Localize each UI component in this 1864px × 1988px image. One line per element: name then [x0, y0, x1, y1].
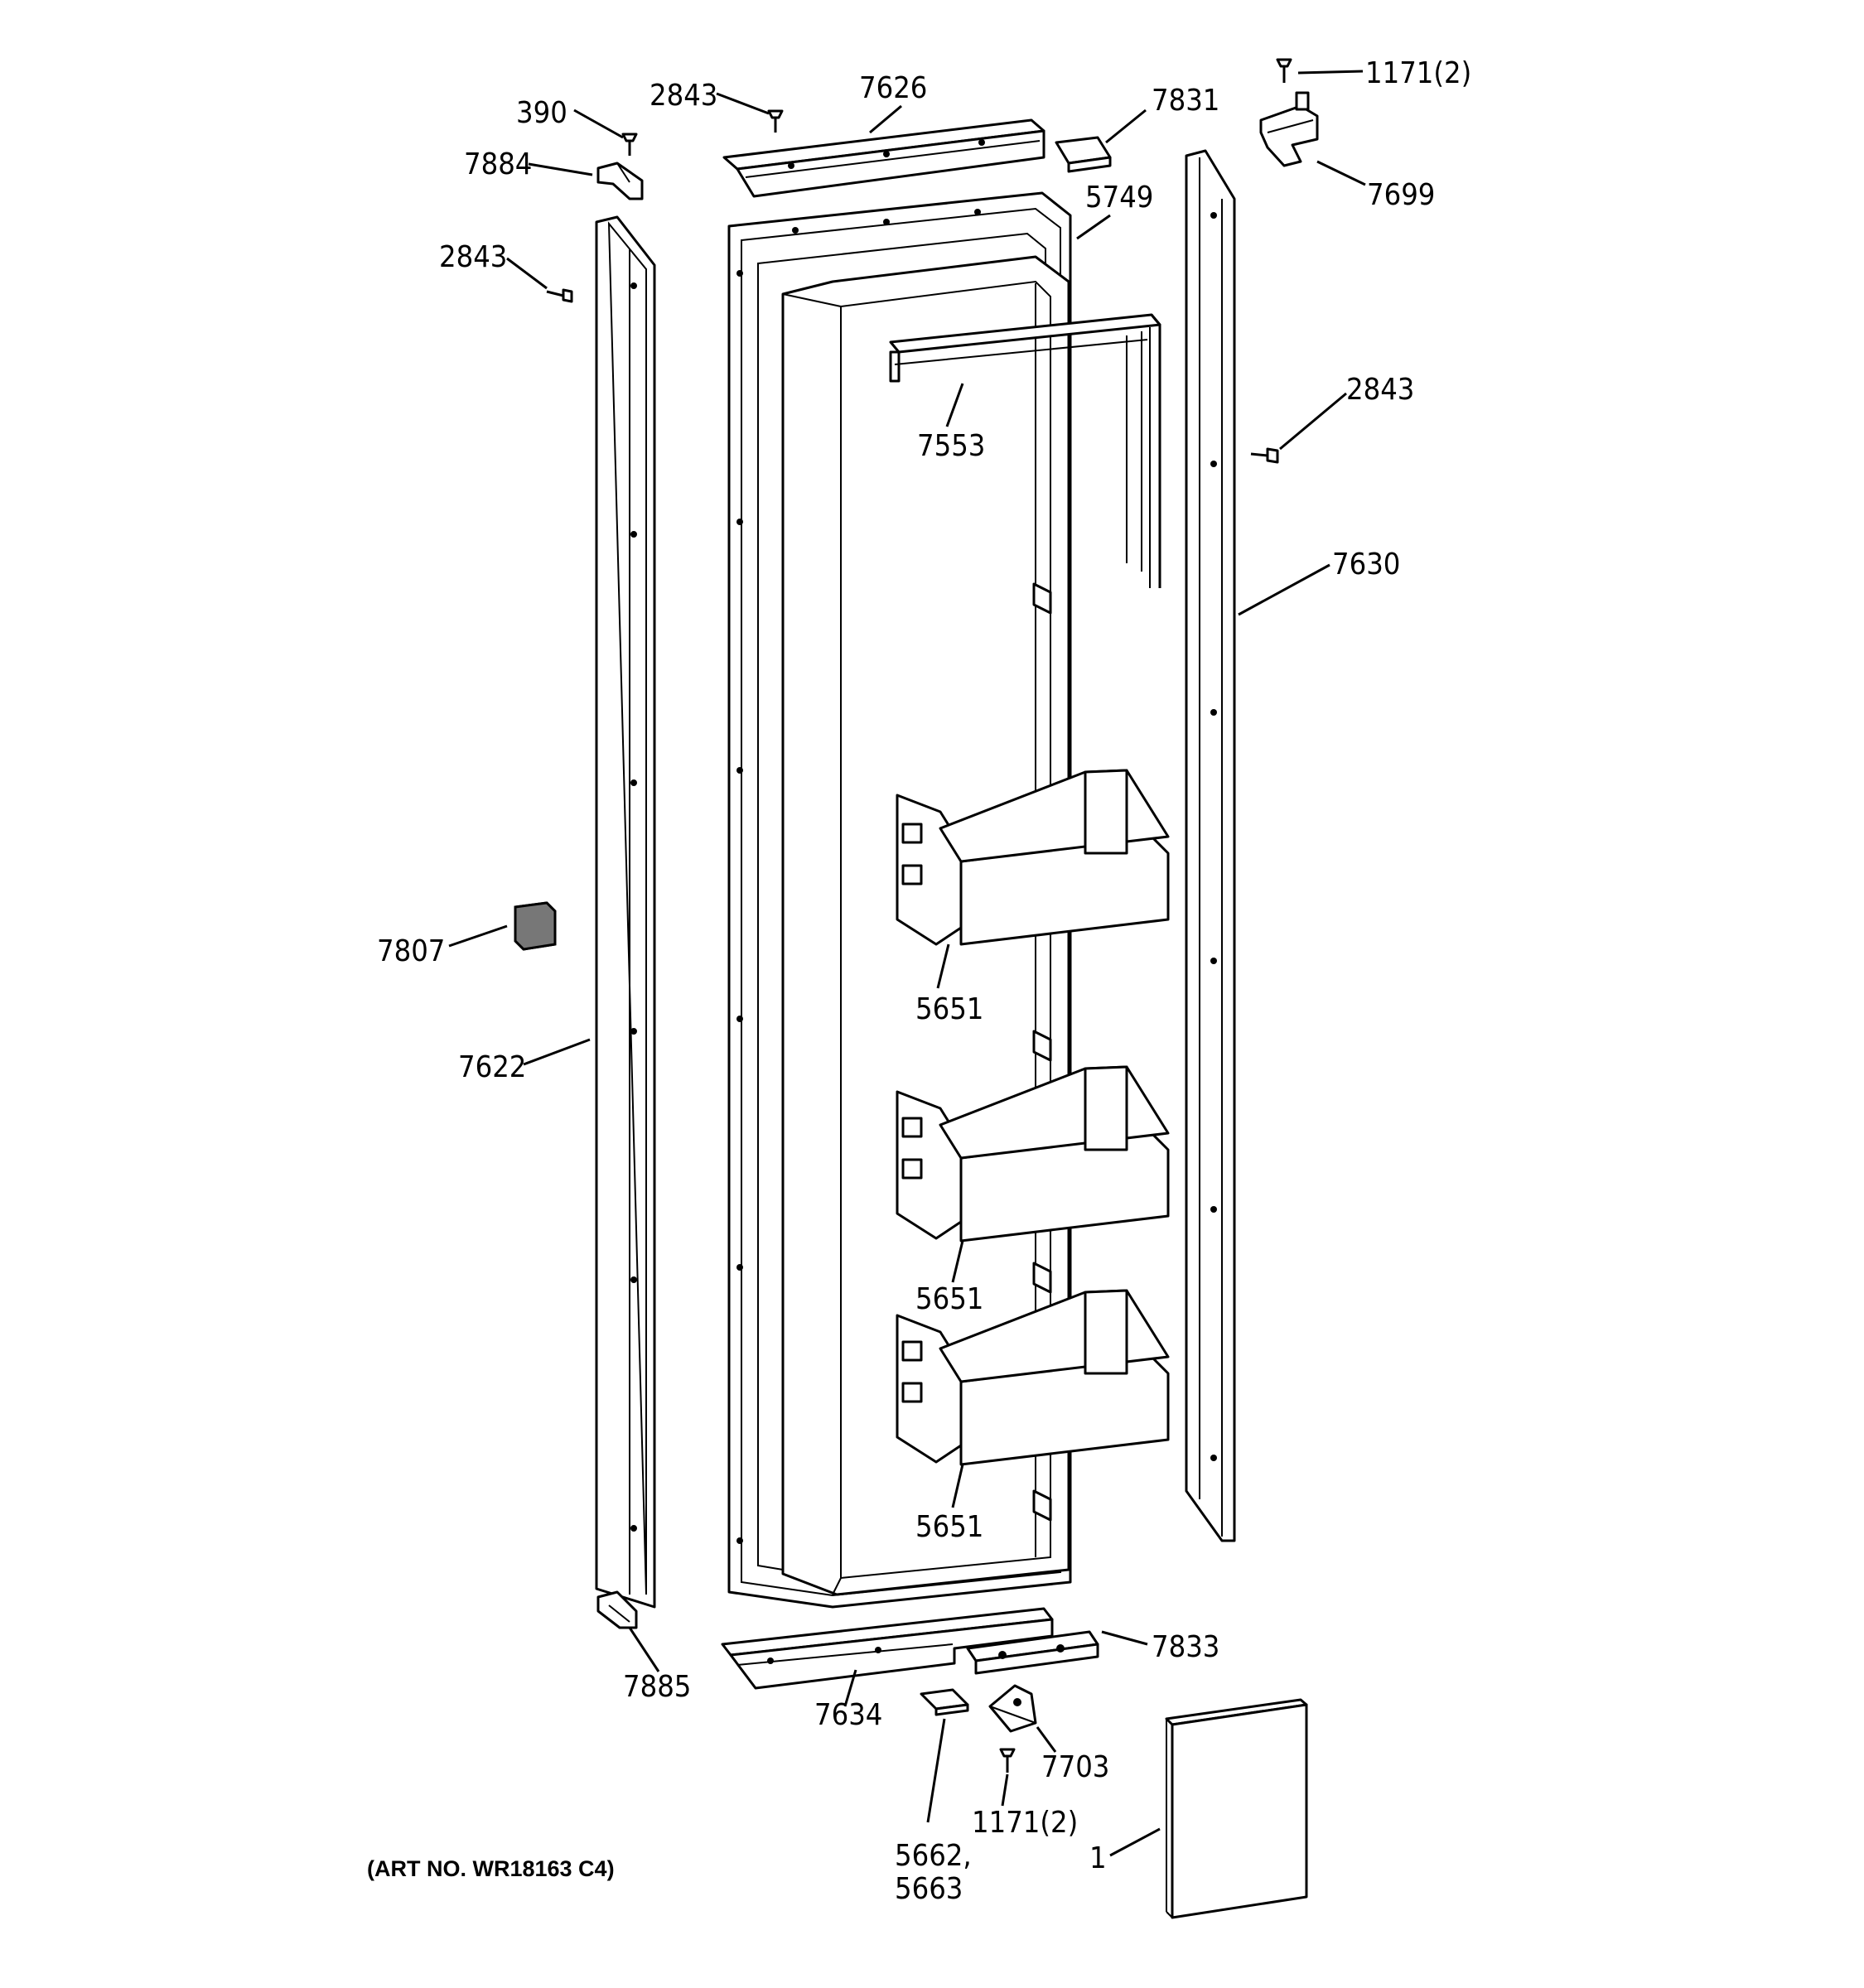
label-7622: 7622: [458, 1050, 526, 1084]
art-number: (ART NO. WR18163 C4): [367, 1856, 615, 1881]
screw-2843-top: [767, 109, 784, 133]
door-shelf-bottom: [896, 1289, 1170, 1466]
label-5651-top: 5651: [915, 992, 983, 1026]
label-5651-bottom: 5651: [915, 1510, 983, 1544]
screw-1171-bottom: [999, 1748, 1016, 1773]
manual-book-1: [1165, 1698, 1308, 1919]
top-channel-7626: [722, 118, 1045, 198]
label-7703: 7703: [1041, 1750, 1109, 1784]
label-2843-left: 2843: [439, 240, 507, 274]
label-5651-middle: 5651: [915, 1282, 983, 1316]
label-7833: 7833: [1152, 1630, 1219, 1664]
label-2843-right: 2843: [1346, 373, 1414, 407]
label-2843-top: 2843: [650, 79, 717, 113]
label-390: 390: [516, 96, 567, 130]
label-7831: 7831: [1152, 84, 1219, 118]
screw-1171-top: [1276, 58, 1292, 83]
screw-390: [621, 133, 638, 156]
label-7634: 7634: [814, 1698, 882, 1732]
screw-2843-right: [1250, 447, 1279, 464]
bracket-5662: [920, 1688, 969, 1716]
bottom-channel-7634: [721, 1607, 1054, 1690]
label-7884: 7884: [464, 147, 532, 181]
right-trim-7630: [1185, 149, 1236, 1542]
callout-labels: 390 2843 7626 7831 1171(2) 7699 7884 574…: [367, 56, 1471, 1906]
left-trim-7622: [595, 215, 656, 1609]
bracket-7833: [966, 1630, 1099, 1675]
label-5662: 5662,: [895, 1839, 972, 1873]
label-5663: 5663: [895, 1872, 963, 1906]
label-7630: 7630: [1332, 548, 1400, 581]
gasket-7553: [889, 313, 1161, 588]
insulation-block-7807: [514, 901, 557, 951]
label-7699: 7699: [1367, 178, 1435, 212]
screw-2843-left: [546, 288, 573, 303]
label-7885: 7885: [623, 1670, 691, 1704]
label-1171-top: 1171(2): [1365, 56, 1471, 90]
hinge-7703: [988, 1684, 1037, 1733]
hinge-7699: [1259, 91, 1319, 167]
label-1171-bottom: 1171(2): [972, 1806, 1078, 1840]
label-7626: 7626: [859, 71, 927, 105]
door-shelf-top: [896, 769, 1170, 946]
label-7807: 7807: [377, 934, 445, 968]
leader-lines: [448, 70, 1366, 1857]
label-7553: 7553: [917, 429, 985, 463]
door-shelf-middle: [896, 1065, 1170, 1242]
hinge-part-7831: [1055, 136, 1112, 173]
label-5749: 5749: [1085, 181, 1153, 215]
label-1: 1: [1089, 1841, 1107, 1875]
hinge-part-7885: [596, 1590, 638, 1629]
hinge-part-7884: [596, 162, 644, 200]
